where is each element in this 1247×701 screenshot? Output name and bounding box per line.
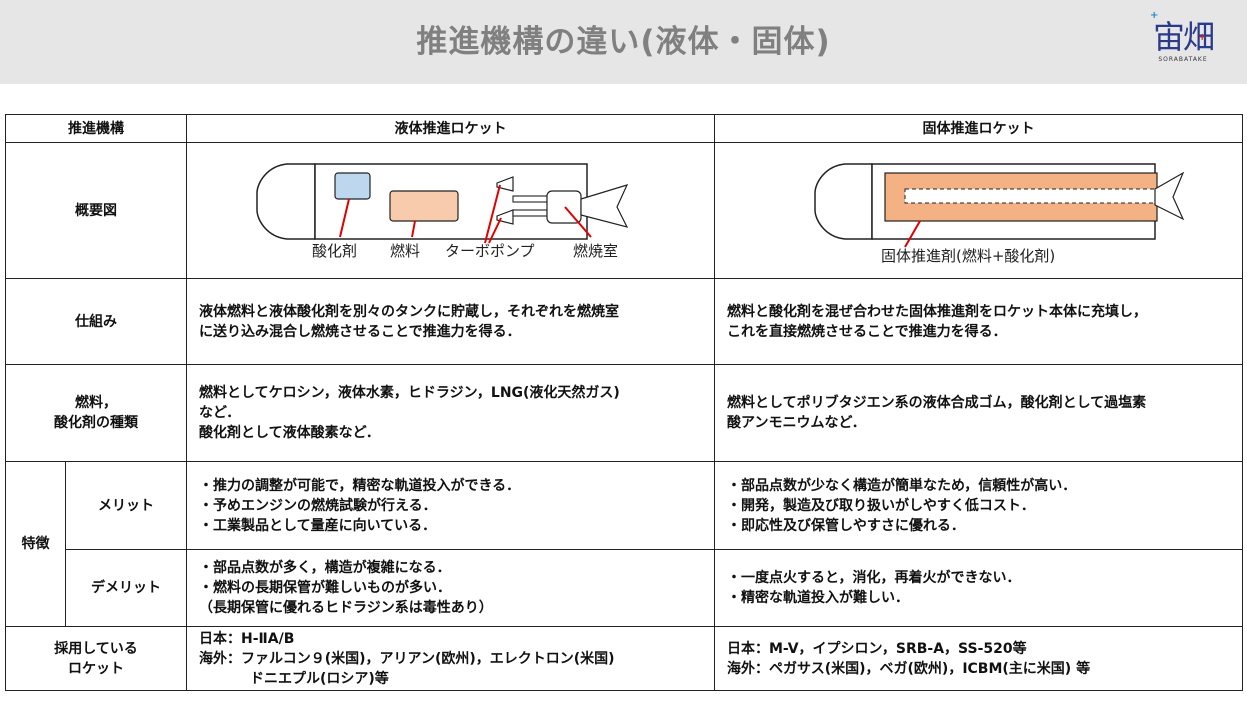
header-liquid: 液体推進ロケット [186, 114, 715, 143]
pointer-turbopump-2 [488, 217, 502, 244]
demerit-label: デメリット [65, 549, 187, 627]
label-propellant: 固体推進剤(燃料+酸化剤) [881, 247, 1056, 265]
label-turbopump: ターボポンプ [445, 242, 535, 260]
adopted-liquid-abroad-cont: ドニエプル(ロシア)等 [250, 670, 389, 687]
fuel-types-solid: 燃料としてポリブタジエン系の液体合成ゴム，酸化剤として過塩素 酸アンモニウムなど… [714, 364, 1243, 462]
turbopump-lower [496, 209, 514, 225]
adopted-liquid-japan: 日本：H-ⅡA/B [199, 630, 295, 647]
adopted-solid: 日本：M-V，イプシロン，SRB-A，SS-520等 海外：ペガサス(米国)，ベ… [714, 626, 1243, 691]
adopted-label-line1: 採用している [54, 640, 138, 657]
merit-solid: ・部品点数が少なく構造が簡単なため，信頼性が高い． ・開発，製造及び取り扱いがし… [714, 461, 1243, 550]
adopted-row: 採用している ロケット 日本：H-ⅡA/B 海外：ファルコン９(米国)，アリアン… [5, 626, 1243, 691]
label-oxidizer: 酸化剤 [312, 242, 358, 260]
fuel-types-label: 燃料， 酸化剤の種類 [5, 364, 187, 462]
feed-line-lower [512, 209, 548, 217]
propellant-core [904, 188, 1156, 204]
features-label: 特徴 [5, 461, 66, 627]
comparison-table: 推進機構 液体推進ロケット 固体推進ロケット 概要図 [5, 114, 1243, 691]
merit-liquid: ・推力の調整が可能で，精密な軌道投入ができる． ・予めエンジンの燃焼試験が行える… [186, 461, 715, 550]
adopted-label-line2: ロケット [68, 660, 124, 677]
pointer-turbopump-1 [484, 184, 501, 244]
adopted-label: 採用している ロケット [5, 626, 187, 691]
feed-line-upper [512, 195, 548, 203]
merit-row: 特徴 メリット ・推力の調整が可能で，精密な軌道投入ができる． ・予めエンジンの… [5, 461, 1243, 627]
pointer-chamber [564, 206, 592, 238]
adopted-liquid-abroad: 海外：ファルコン９(米国)，アリアン(欧州)，エレクトロン(米国) [199, 650, 615, 667]
mechanism-liquid: 液体燃料と液体酸化剤を別々のタンクに貯蔵し，それぞれを燃焼室 に送り込み混合し燃… [186, 278, 715, 365]
nose-cone [814, 163, 873, 240]
turbopump-upper [496, 176, 514, 192]
logo-subtext: SORABATAKE [1158, 56, 1208, 63]
nose-cone [256, 163, 316, 240]
adopted-solid-abroad: 海外：ペガサス(米国)，ベガ(欧州)，ICBM(主に米国) 等 [727, 660, 1091, 677]
mechanism-solid: 燃料と酸化剤を混ぜ合わせた固体推進剤をロケット本体に充填し， これを直接燃焼させ… [714, 278, 1243, 365]
pointer-oxidizer [339, 198, 350, 238]
fuel-types-row: 燃料， 酸化剤の種類 燃料としてケロシン，液体水素，ヒドラジン，LNG(液化天然… [5, 364, 1243, 462]
fuel-types-liquid: 燃料としてケロシン，液体水素，ヒドラジン，LNG(液化天然ガス) など． 酸化剤… [186, 364, 715, 462]
pointer-propellant [904, 220, 921, 248]
logo-text: 宙畑 [1152, 18, 1215, 56]
oxidizer-tank [334, 172, 371, 200]
demerit-row: デメリット ・部品点数が多く，構造が複雑になる． ・燃料の長期保管が難しいものが… [6, 549, 1243, 627]
adopted-liquid: 日本：H-ⅡA/B 海外：ファルコン９(米国)，アリアン(欧州)，エレクトロン(… [186, 626, 715, 691]
overview-row: 概要図 [5, 142, 1243, 279]
fuel-types-label-line2: 酸化剤の種類 [54, 415, 138, 431]
solid-rocket-diagram: 固体推進剤(燃料+酸化剤) [714, 142, 1243, 279]
fuel-types-label-line1: 燃料， [75, 395, 117, 411]
mechanism-label: 仕組み [5, 278, 187, 365]
adopted-solid-japan: 日本：M-V，イプシロン，SRB-A，SS-520等 [727, 640, 1027, 657]
liquid-rocket-svg [256, 163, 629, 244]
mechanism-row: 仕組み 液体燃料と液体酸化剤を別々のタンクに貯蔵し，それぞれを燃焼室 に送り込み… [5, 278, 1243, 365]
label-fuel: 燃料 [390, 242, 421, 260]
liquid-rocket-diagram: 酸化剤 燃料 ターボポンプ 燃焼室 [186, 142, 715, 279]
label-chamber: 燃焼室 [573, 242, 619, 260]
plus-icon: + [1150, 10, 1159, 21]
title-bar [0, 0, 1247, 84]
header-mechanism: 推進機構 [5, 114, 187, 143]
pointer-fuel [411, 220, 416, 238]
demerit-liquid: ・部品点数が多く，構造が複雑になる． ・燃料の長期保管が難しいものが多い． （長… [186, 549, 715, 627]
overview-label: 概要図 [5, 142, 187, 279]
solid-rocket-svg [814, 163, 1185, 248]
header-row: 推進機構 液体推進ロケット 固体推進ロケット [5, 114, 1243, 143]
sorabatake-logo: 宙畑 + + SORABATAKE [1138, 10, 1228, 70]
header-solid: 固体推進ロケット [714, 114, 1243, 143]
nozzle [1154, 171, 1185, 221]
page-title: 推進機構の違い(液体・固体) [416, 24, 831, 60]
merit-label: メリット [65, 461, 187, 550]
nozzle [580, 184, 629, 228]
demerit-solid: ・一度点火すると，消化，再着火ができない． ・精密な軌道投入が難しい． [714, 549, 1243, 627]
plus-icon: + [1198, 32, 1207, 43]
fuel-tank [389, 190, 459, 222]
